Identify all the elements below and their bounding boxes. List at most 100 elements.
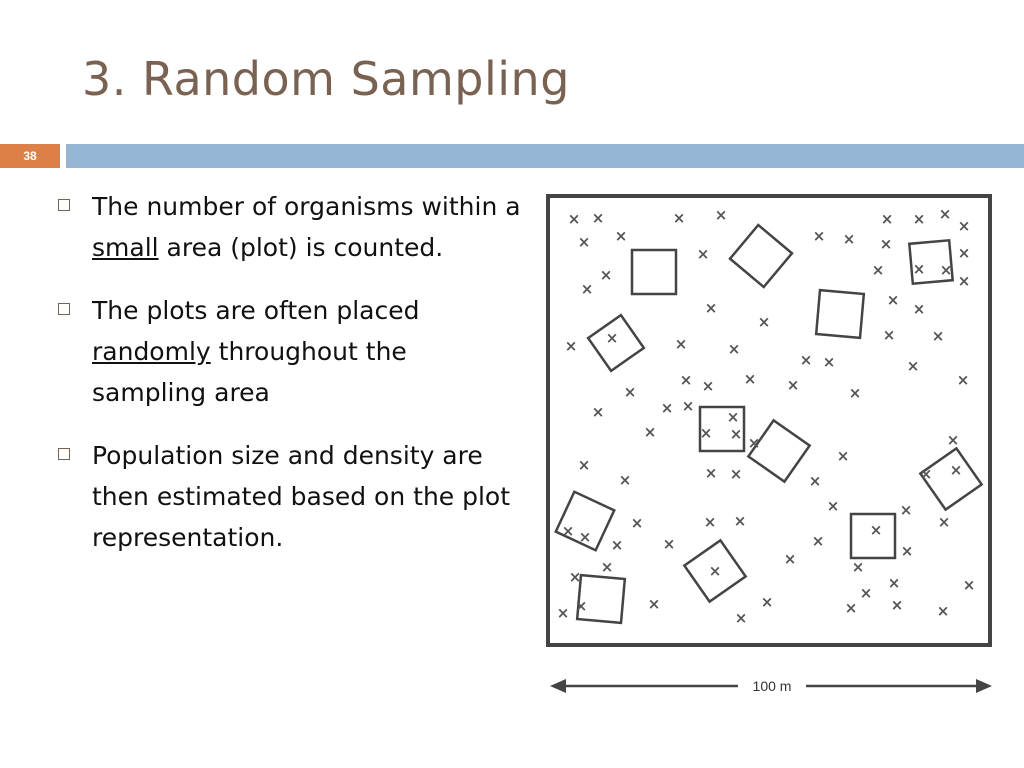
organism-marker: × (562, 522, 575, 540)
organism-marker: × (849, 384, 862, 402)
organism-marker: × (860, 584, 873, 602)
bullet-item: Population size and density are then est… (58, 435, 528, 558)
organism-marker: × (697, 245, 710, 263)
organism-marker: × (578, 456, 591, 474)
organism-marker: × (827, 497, 840, 515)
organism-marker: × (787, 376, 800, 394)
sample-plot (698, 405, 746, 453)
organism-marker: × (881, 210, 894, 228)
sample-plot (849, 512, 897, 560)
organism-marker: × (883, 326, 896, 344)
organism-marker: × (800, 351, 813, 369)
arrow-left-icon (550, 679, 566, 693)
organism-marker: × (575, 597, 588, 615)
underlined-word: randomly (92, 337, 211, 366)
bullet-text: The number of organisms within a small a… (92, 192, 521, 262)
organism-marker: × (920, 465, 933, 483)
organism-marker: × (958, 244, 971, 262)
organism-marker: × (758, 313, 771, 331)
organism-marker: × (606, 329, 619, 347)
sample-plot (918, 446, 984, 512)
organism-marker: × (569, 568, 582, 586)
organism-marker: × (727, 408, 740, 426)
organism-marker: × (578, 233, 591, 251)
organism-marker: × (852, 558, 865, 576)
organism-marker: × (823, 353, 836, 371)
square-bullet-icon (58, 448, 70, 460)
sample-plot (586, 313, 646, 373)
sample-plot (682, 538, 748, 604)
square-bullet-icon (58, 199, 70, 211)
sample-plot (554, 490, 616, 552)
arrow-right-icon (976, 679, 992, 693)
organism-marker: × (704, 513, 717, 531)
organism-marker: × (673, 209, 686, 227)
underlined-word: small (92, 233, 159, 262)
sample-plot (746, 418, 812, 484)
organism-marker: × (813, 227, 826, 245)
organism-marker: × (565, 337, 578, 355)
bullet-text: The plots are often placed randomly thro… (92, 296, 420, 407)
organism-marker: × (631, 514, 644, 532)
slide-number-badge: 38 (0, 144, 60, 168)
organism-marker: × (615, 227, 628, 245)
organism-marker: × (734, 512, 747, 530)
organism-marker: × (581, 280, 594, 298)
organism-marker: × (958, 217, 971, 235)
organism-marker: × (592, 209, 605, 227)
sample-plot (814, 288, 866, 340)
organism-marker: × (663, 535, 676, 553)
organism-marker: × (601, 558, 614, 576)
organism-marker: × (728, 340, 741, 358)
sampling-area-border (546, 194, 992, 647)
organism-marker: × (568, 210, 581, 228)
organism-marker: × (579, 528, 592, 546)
organism-marker: × (702, 377, 715, 395)
organism-marker: × (611, 536, 624, 554)
organism-marker: × (682, 397, 695, 415)
scale-label: 100 m (753, 678, 792, 694)
organism-marker: × (963, 576, 976, 594)
organism-marker: × (913, 210, 926, 228)
sampling-area-diagram: ××××××××××××××××××××××××××××××××××××××××… (546, 194, 992, 694)
organism-marker: × (843, 230, 856, 248)
organism-marker: × (947, 431, 960, 449)
organism-marker: × (809, 472, 822, 490)
organism-marker: × (730, 465, 743, 483)
organism-marker: × (880, 235, 893, 253)
organism-marker: × (891, 596, 904, 614)
organism-marker: × (957, 371, 970, 389)
sample-plot (575, 573, 627, 625)
organism-marker: × (938, 513, 951, 531)
organism-marker: × (709, 562, 722, 580)
organism-marker: × (900, 501, 913, 519)
organism-marker: × (870, 521, 883, 539)
organism-marker: × (939, 205, 952, 223)
organism-marker: × (888, 574, 901, 592)
square-bullet-icon (58, 303, 70, 315)
sample-plot (907, 238, 955, 286)
organism-marker: × (950, 461, 963, 479)
bullet-list: The number of organisms within a small a… (58, 186, 528, 580)
organism-marker: × (907, 357, 920, 375)
organism-marker: × (872, 261, 885, 279)
sample-plot (728, 223, 794, 289)
organism-marker: × (730, 425, 743, 443)
organism-marker: × (705, 299, 718, 317)
organism-marker: × (748, 434, 761, 452)
organism-marker: × (812, 532, 825, 550)
organism-marker: × (715, 206, 728, 224)
organism-marker: × (784, 550, 797, 568)
organism-marker: × (940, 261, 953, 279)
organism-marker: × (901, 542, 914, 560)
title-rule-bar (66, 144, 1024, 168)
organism-marker: × (624, 383, 637, 401)
organism-marker: × (644, 423, 657, 441)
bullet-item: The plots are often placed randomly thro… (58, 290, 528, 413)
scale-bar: 100 m (550, 678, 992, 694)
organism-marker: × (700, 424, 713, 442)
organism-marker: × (661, 399, 674, 417)
organism-marker: × (913, 300, 926, 318)
organism-marker: × (887, 291, 900, 309)
organism-marker: × (837, 447, 850, 465)
